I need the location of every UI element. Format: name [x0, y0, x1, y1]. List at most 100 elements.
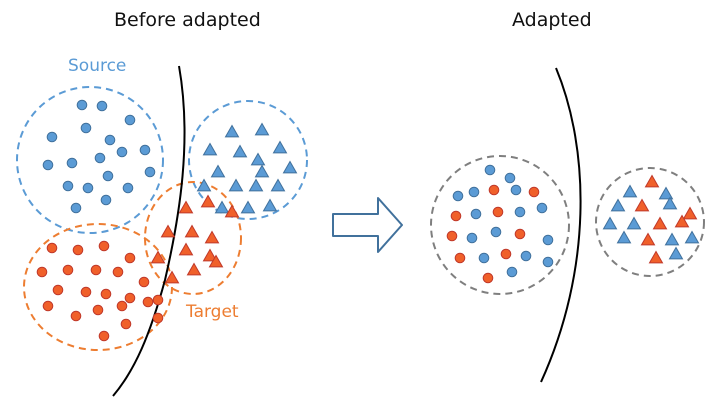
target-triangle-point [224, 204, 240, 218]
target-circle-point [124, 292, 136, 304]
target-triangle-cluster [144, 181, 242, 295]
source-circle-point [116, 146, 128, 158]
source-circle-point [122, 182, 134, 194]
adapted-circle-point [514, 206, 526, 218]
target-circle-point [80, 286, 92, 298]
source-circle-point [94, 152, 106, 164]
source-circle-point [96, 100, 108, 112]
source-triangle-point [250, 152, 266, 166]
source-circle-point [66, 157, 78, 169]
adapted-circle-point [520, 250, 532, 262]
target-triangle-point [164, 270, 180, 284]
target-circle-point [72, 244, 84, 256]
adapted-circle-point [468, 186, 480, 198]
source-circle-point [139, 144, 151, 156]
source-triangle-cluster [188, 100, 308, 220]
target-label: Target [186, 302, 239, 322]
adapted-triangle-point [602, 216, 618, 230]
adapted-circle-point [506, 266, 518, 278]
adapted-circle-point [536, 202, 548, 214]
target-circle-point [46, 242, 58, 254]
adapted-circle-point [454, 252, 466, 264]
source-circle-point [104, 134, 116, 146]
source-circle-point [144, 166, 156, 178]
adapted-triangle-point [652, 216, 668, 230]
adapted-circle-point [492, 206, 504, 218]
adapted-triangle-point [634, 198, 650, 212]
source-circle-point [100, 194, 112, 206]
source-circle-point [62, 180, 74, 192]
source-circle-point [76, 99, 88, 111]
target-circle-point [98, 240, 110, 252]
source-circle-point [102, 170, 114, 182]
target-circle-point [112, 266, 124, 278]
source-triangle-point [224, 124, 240, 138]
data-point-markers [36, 99, 700, 342]
source-triangle-point [240, 200, 256, 214]
source-triangle-point [248, 178, 264, 192]
adapted-triangle-cluster [595, 167, 705, 277]
target-circle-point [42, 300, 54, 312]
adapted-circle-point [488, 184, 500, 196]
adapted-circle-point [514, 228, 526, 240]
adapted-circle-point [528, 186, 540, 198]
source-triangle-point [254, 164, 270, 178]
adapted-triangle-point [664, 232, 680, 246]
adapted-triangle-point [622, 184, 638, 198]
source-triangle-point [254, 122, 270, 136]
source-triangle-point [262, 198, 278, 212]
target-triangle-point [200, 194, 216, 208]
target-circle-point [120, 318, 132, 330]
source-circle-point [80, 122, 92, 134]
adapted-circle-point [470, 208, 482, 220]
target-circle-point [92, 304, 104, 316]
adapted-circle-point [452, 190, 464, 202]
adapted-circle-point [542, 256, 554, 268]
adapted-triangle-point [682, 206, 698, 220]
adapted-triangle-point [626, 216, 642, 230]
target-circle-point [138, 276, 150, 288]
source-circle-point [82, 182, 94, 194]
target-triangle-point [178, 200, 194, 214]
source-triangle-point [232, 144, 248, 158]
adapted-circle-point [510, 184, 522, 196]
adapted-triangle-point [674, 214, 690, 228]
adapted-circle-point [542, 234, 554, 246]
adapted-circle-point [478, 252, 490, 264]
target-circle-point [90, 264, 102, 276]
source-triangle-point [202, 142, 218, 156]
source-triangle-point [272, 140, 288, 154]
target-circle-point [152, 294, 164, 306]
adapted-triangle-point [644, 174, 660, 188]
source-triangle-point [270, 178, 286, 192]
target-triangle-point [202, 248, 218, 262]
adapted-triangle-point [668, 246, 684, 260]
right-arrow-icon [332, 197, 403, 253]
adapted-triangle-point [616, 230, 632, 244]
target-circle-point [98, 330, 110, 342]
target-triangle-point [204, 230, 220, 244]
target-circle-cluster [23, 223, 173, 351]
target-circle-point [100, 288, 112, 300]
decision-boundary-before [112, 65, 186, 397]
source-triangle-point [228, 178, 244, 192]
title-adapted: Adapted [512, 9, 592, 31]
source-circle-point [46, 131, 58, 143]
source-circle-cluster [16, 86, 164, 234]
target-circle-point [142, 296, 154, 308]
adapted-triangle-point [658, 186, 674, 200]
source-circle-point [42, 159, 54, 171]
title-before-adapted: Before adapted [114, 9, 261, 31]
adapted-circle-cluster [430, 155, 570, 295]
source-triangle-point [210, 164, 226, 178]
adapted-triangle-point [640, 232, 656, 246]
target-triangle-point [178, 242, 194, 256]
source-circle-point [124, 114, 136, 126]
adapted-circle-point [484, 164, 496, 176]
target-circle-point [116, 300, 128, 312]
source-circle-point [70, 202, 82, 214]
adapted-circle-point [490, 226, 502, 238]
source-triangle-point [282, 160, 298, 174]
adapted-circle-point [500, 248, 512, 260]
